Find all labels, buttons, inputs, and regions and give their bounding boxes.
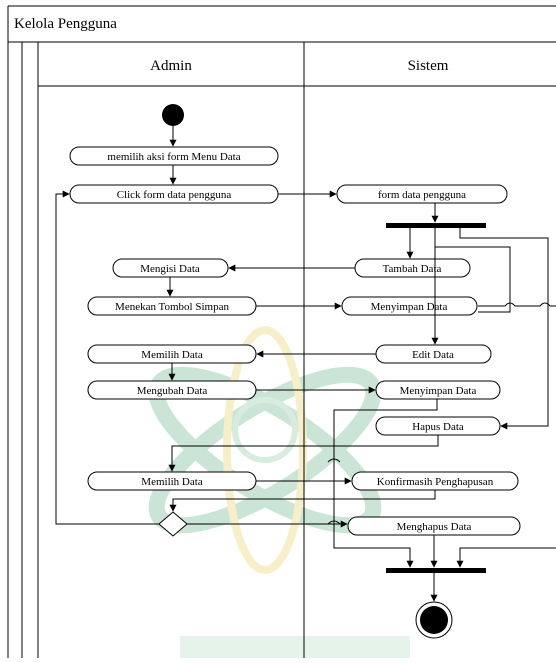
activity-label: Konfirmasih Penghapusan bbox=[377, 476, 494, 488]
activity-label: Menekan Tombol Simpan bbox=[115, 301, 229, 313]
activity-menyimpan-data-1 bbox=[341, 296, 478, 316]
activity-label: Memilih Data bbox=[141, 476, 203, 488]
activity-label: Mengubah Data bbox=[137, 385, 208, 397]
activity-form-data bbox=[336, 184, 508, 204]
watermark-logo bbox=[148, 326, 410, 658]
activity-label: Memilih Data bbox=[141, 349, 203, 361]
final-node bbox=[420, 606, 448, 634]
fork-bar bbox=[386, 223, 486, 228]
diagram-title: Kelola Pengguna bbox=[14, 16, 117, 32]
decision-node bbox=[158, 511, 188, 537]
lane-label-admin: Admin bbox=[150, 58, 192, 74]
activity-label: Click form data pengguna bbox=[117, 189, 232, 201]
activity-label: Menyimpan Data bbox=[400, 385, 477, 397]
activity-label: Menghapus Data bbox=[397, 521, 472, 533]
activity-label: Tambah Data bbox=[383, 263, 442, 275]
activity-menyimpan-data-2 bbox=[375, 380, 501, 400]
activity-label: Mengisi Data bbox=[140, 263, 200, 275]
lane-label-sistem: Sistem bbox=[408, 58, 449, 74]
join-bar bbox=[386, 568, 486, 573]
activity-label: form data pengguna bbox=[378, 189, 466, 201]
activity-label: Edit Data bbox=[412, 349, 454, 361]
diagram-frame bbox=[7, 5, 556, 658]
activity-label: memilih aksi form Menu Data bbox=[107, 151, 240, 163]
activity-label: Menyimpan Data bbox=[371, 301, 448, 313]
initial-node bbox=[162, 104, 184, 126]
control-flows bbox=[55, 126, 556, 602]
activity-label: Hapus Data bbox=[412, 421, 464, 433]
activity-pilih-menu bbox=[69, 146, 279, 166]
